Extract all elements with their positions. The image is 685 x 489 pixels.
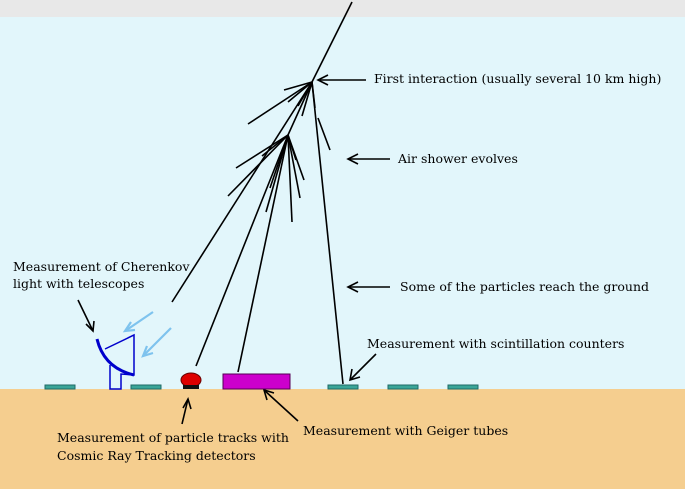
shower-branch xyxy=(311,81,316,109)
scintillation-counter-plate xyxy=(130,384,162,390)
arrowhead xyxy=(122,321,136,333)
shower-branch xyxy=(171,81,313,303)
primary-cosmic-ray xyxy=(311,1,353,83)
arrowhead xyxy=(346,281,359,293)
label-tracks-line1: Measurement of particle tracks with xyxy=(57,430,289,445)
label-cherenkov-line2: light with telescopes xyxy=(13,276,145,291)
shower-branch xyxy=(287,134,301,199)
arrowhead xyxy=(85,320,95,333)
shower-branch xyxy=(247,81,313,125)
arrowhead xyxy=(348,368,361,382)
telescope-dish-icon xyxy=(95,333,135,390)
arrowhead xyxy=(262,388,275,401)
tracking-detector-icon xyxy=(180,372,202,389)
scintillation-counter-plate xyxy=(447,384,479,390)
cherenkov-light-ray xyxy=(124,311,154,332)
scintillation-counter-plate xyxy=(44,384,76,390)
telescope-mirror xyxy=(95,338,135,377)
shower-branch xyxy=(237,134,289,373)
arrow-geiger xyxy=(263,389,299,422)
tracker-base xyxy=(183,385,199,389)
cherenkov-light xyxy=(122,311,172,358)
arrowhead xyxy=(346,153,359,165)
geiger-tube-bar xyxy=(222,373,291,390)
scintillation-counters xyxy=(44,384,479,390)
ground xyxy=(0,389,685,489)
scintillation-counter-plate xyxy=(387,384,419,390)
arrow-cherenkov xyxy=(77,299,94,332)
scintillation-counter-plate xyxy=(327,384,359,390)
callout-arrows xyxy=(77,74,390,425)
shower-branch xyxy=(287,134,293,223)
label-cherenkov-line1: Measurement of Cherenkov xyxy=(13,259,190,274)
shower-branch xyxy=(261,134,289,157)
shower-branch xyxy=(301,81,313,117)
shower-branch xyxy=(265,134,289,213)
sky xyxy=(0,17,685,389)
telescope-frame xyxy=(104,333,135,390)
shower-branch xyxy=(287,81,313,136)
label-shower-evolves: Air shower evolves xyxy=(398,151,518,166)
shower-branch xyxy=(317,117,331,151)
top-bar xyxy=(0,0,685,17)
tracker-body xyxy=(180,372,202,388)
label-particles-ground: Some of the particles reach the ground xyxy=(400,279,650,294)
arrow-scintillation xyxy=(349,353,377,381)
label-first-interaction: First interaction (usually several 10 km… xyxy=(374,71,662,86)
label-geiger: Measurement with Geiger tubes xyxy=(303,423,509,438)
shower-branch xyxy=(311,81,344,385)
shower-branch xyxy=(195,134,289,367)
arrowhead xyxy=(141,345,154,358)
air-shower xyxy=(171,1,353,385)
arrow-tracks xyxy=(181,398,189,425)
shower-branch xyxy=(287,134,297,161)
shower-branch xyxy=(235,134,289,169)
label-tracks-line2: Cosmic Ray Tracking detectors xyxy=(57,448,256,463)
arrowhead xyxy=(316,74,329,86)
shower-branch xyxy=(283,81,313,91)
cherenkov-light-ray xyxy=(142,327,172,357)
label-scintillation: Measurement with scintillation counters xyxy=(367,336,625,351)
arrowhead xyxy=(182,396,192,410)
shower-branch xyxy=(227,134,289,197)
